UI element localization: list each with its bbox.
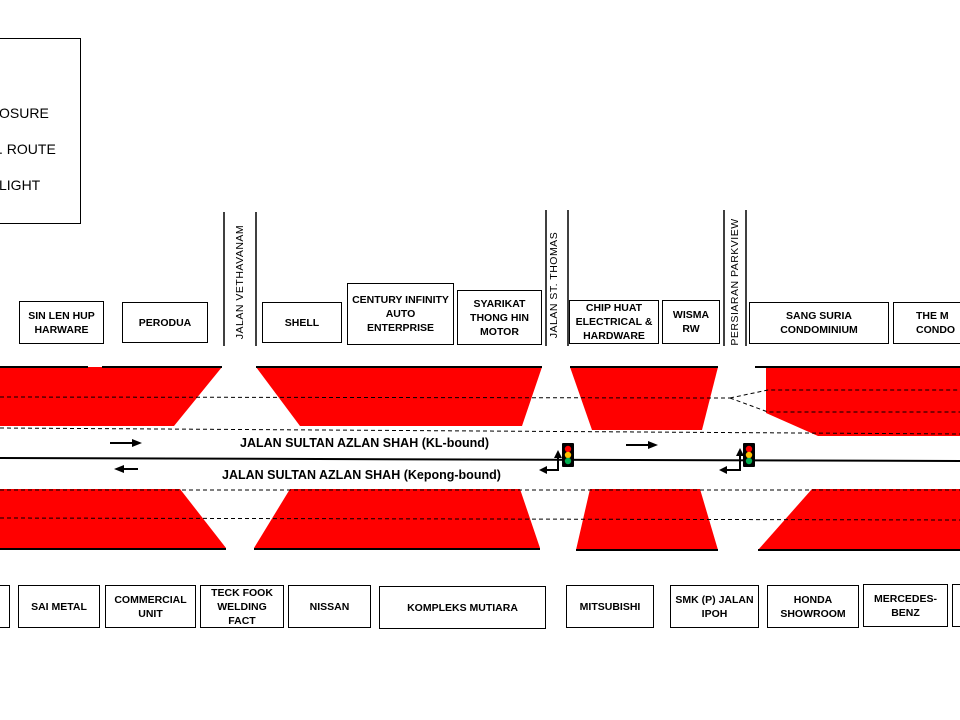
closure-zone: [570, 367, 718, 430]
building-label: HONDA SHOWROOM: [767, 585, 859, 628]
building-label: SMK (P) JALAN IPOH: [670, 585, 759, 628]
arrow-right-icon: [648, 441, 658, 449]
direction-arrows: [110, 439, 658, 473]
building-fragment: [0, 585, 10, 628]
building-label: MITSUBISHI: [566, 585, 654, 628]
building-label: SAI METAL: [18, 585, 100, 628]
traffic-light-icon: [743, 443, 755, 467]
closure-zone: [0, 367, 222, 426]
traffic-light-icon: [562, 443, 574, 467]
building-label: KOMPLEKS MUTIARA: [379, 586, 546, 629]
closure-zone: [256, 367, 542, 426]
building-label: SANG SURIA CONDOMINIUM: [749, 302, 889, 344]
road-name-kl-bound: JALAN SULTAN AZLAN SHAH (KL-bound): [240, 436, 490, 450]
road-name-kepong-bound: JALAN SULTAN AZLAN SHAH (Kepong-bound): [222, 468, 501, 482]
road-edges: [0, 366, 960, 551]
building-label: PERODUA: [122, 302, 208, 343]
turn-arrow-left-icon: [539, 466, 547, 474]
building-label: TECK FOOK WELDING FACT: [200, 585, 284, 628]
closure-zone: [766, 368, 960, 436]
legend-box: OSURE . ROUTE LIGHT: [0, 38, 81, 224]
turn-arrow-left-icon: [719, 466, 727, 474]
building-label: CENTURY INFINITY AUTO ENTERPRISE: [347, 283, 454, 345]
side-road-label: JALAN ST. THOMAS: [548, 231, 560, 339]
arrow-right-icon: [132, 439, 142, 447]
building-label: CHIP HUAT ELECTRICAL & HARDWARE: [569, 300, 659, 344]
building-label: COMMERCIAL UNIT: [105, 585, 196, 628]
turn-arrows: [546, 454, 741, 471]
side-road-edges: [223, 210, 747, 346]
legend-item-light: LIGHT: [0, 177, 41, 193]
side-road-label: PERSIARAN PARKVIEW: [729, 218, 741, 346]
turn-arrow-up-icon: [554, 450, 562, 458]
closure-zone: [758, 489, 960, 550]
legend-item-route: . ROUTE: [0, 141, 56, 157]
building-label: SIN LEN HUP HARWARE: [19, 301, 104, 344]
building-label: SYARIKAT THONG HIN MOTOR: [457, 290, 542, 345]
building-label: MERCEDES-BENZ: [863, 584, 948, 627]
building-fragment: [952, 584, 960, 627]
arrow-left-icon: [114, 465, 124, 473]
building-label: WISMA RW: [662, 300, 720, 344]
building-label: NISSAN: [288, 585, 371, 628]
turn-arrow-up-icon: [736, 448, 744, 456]
building-label: THE M CONDO: [893, 302, 960, 344]
closure-zone: [254, 489, 540, 548]
building-label: SHELL: [262, 302, 342, 343]
lane-lines: [0, 389, 960, 521]
legend-item-closure: OSURE: [0, 105, 49, 121]
side-road-label: JALAN VETHAVANAM: [234, 224, 246, 340]
